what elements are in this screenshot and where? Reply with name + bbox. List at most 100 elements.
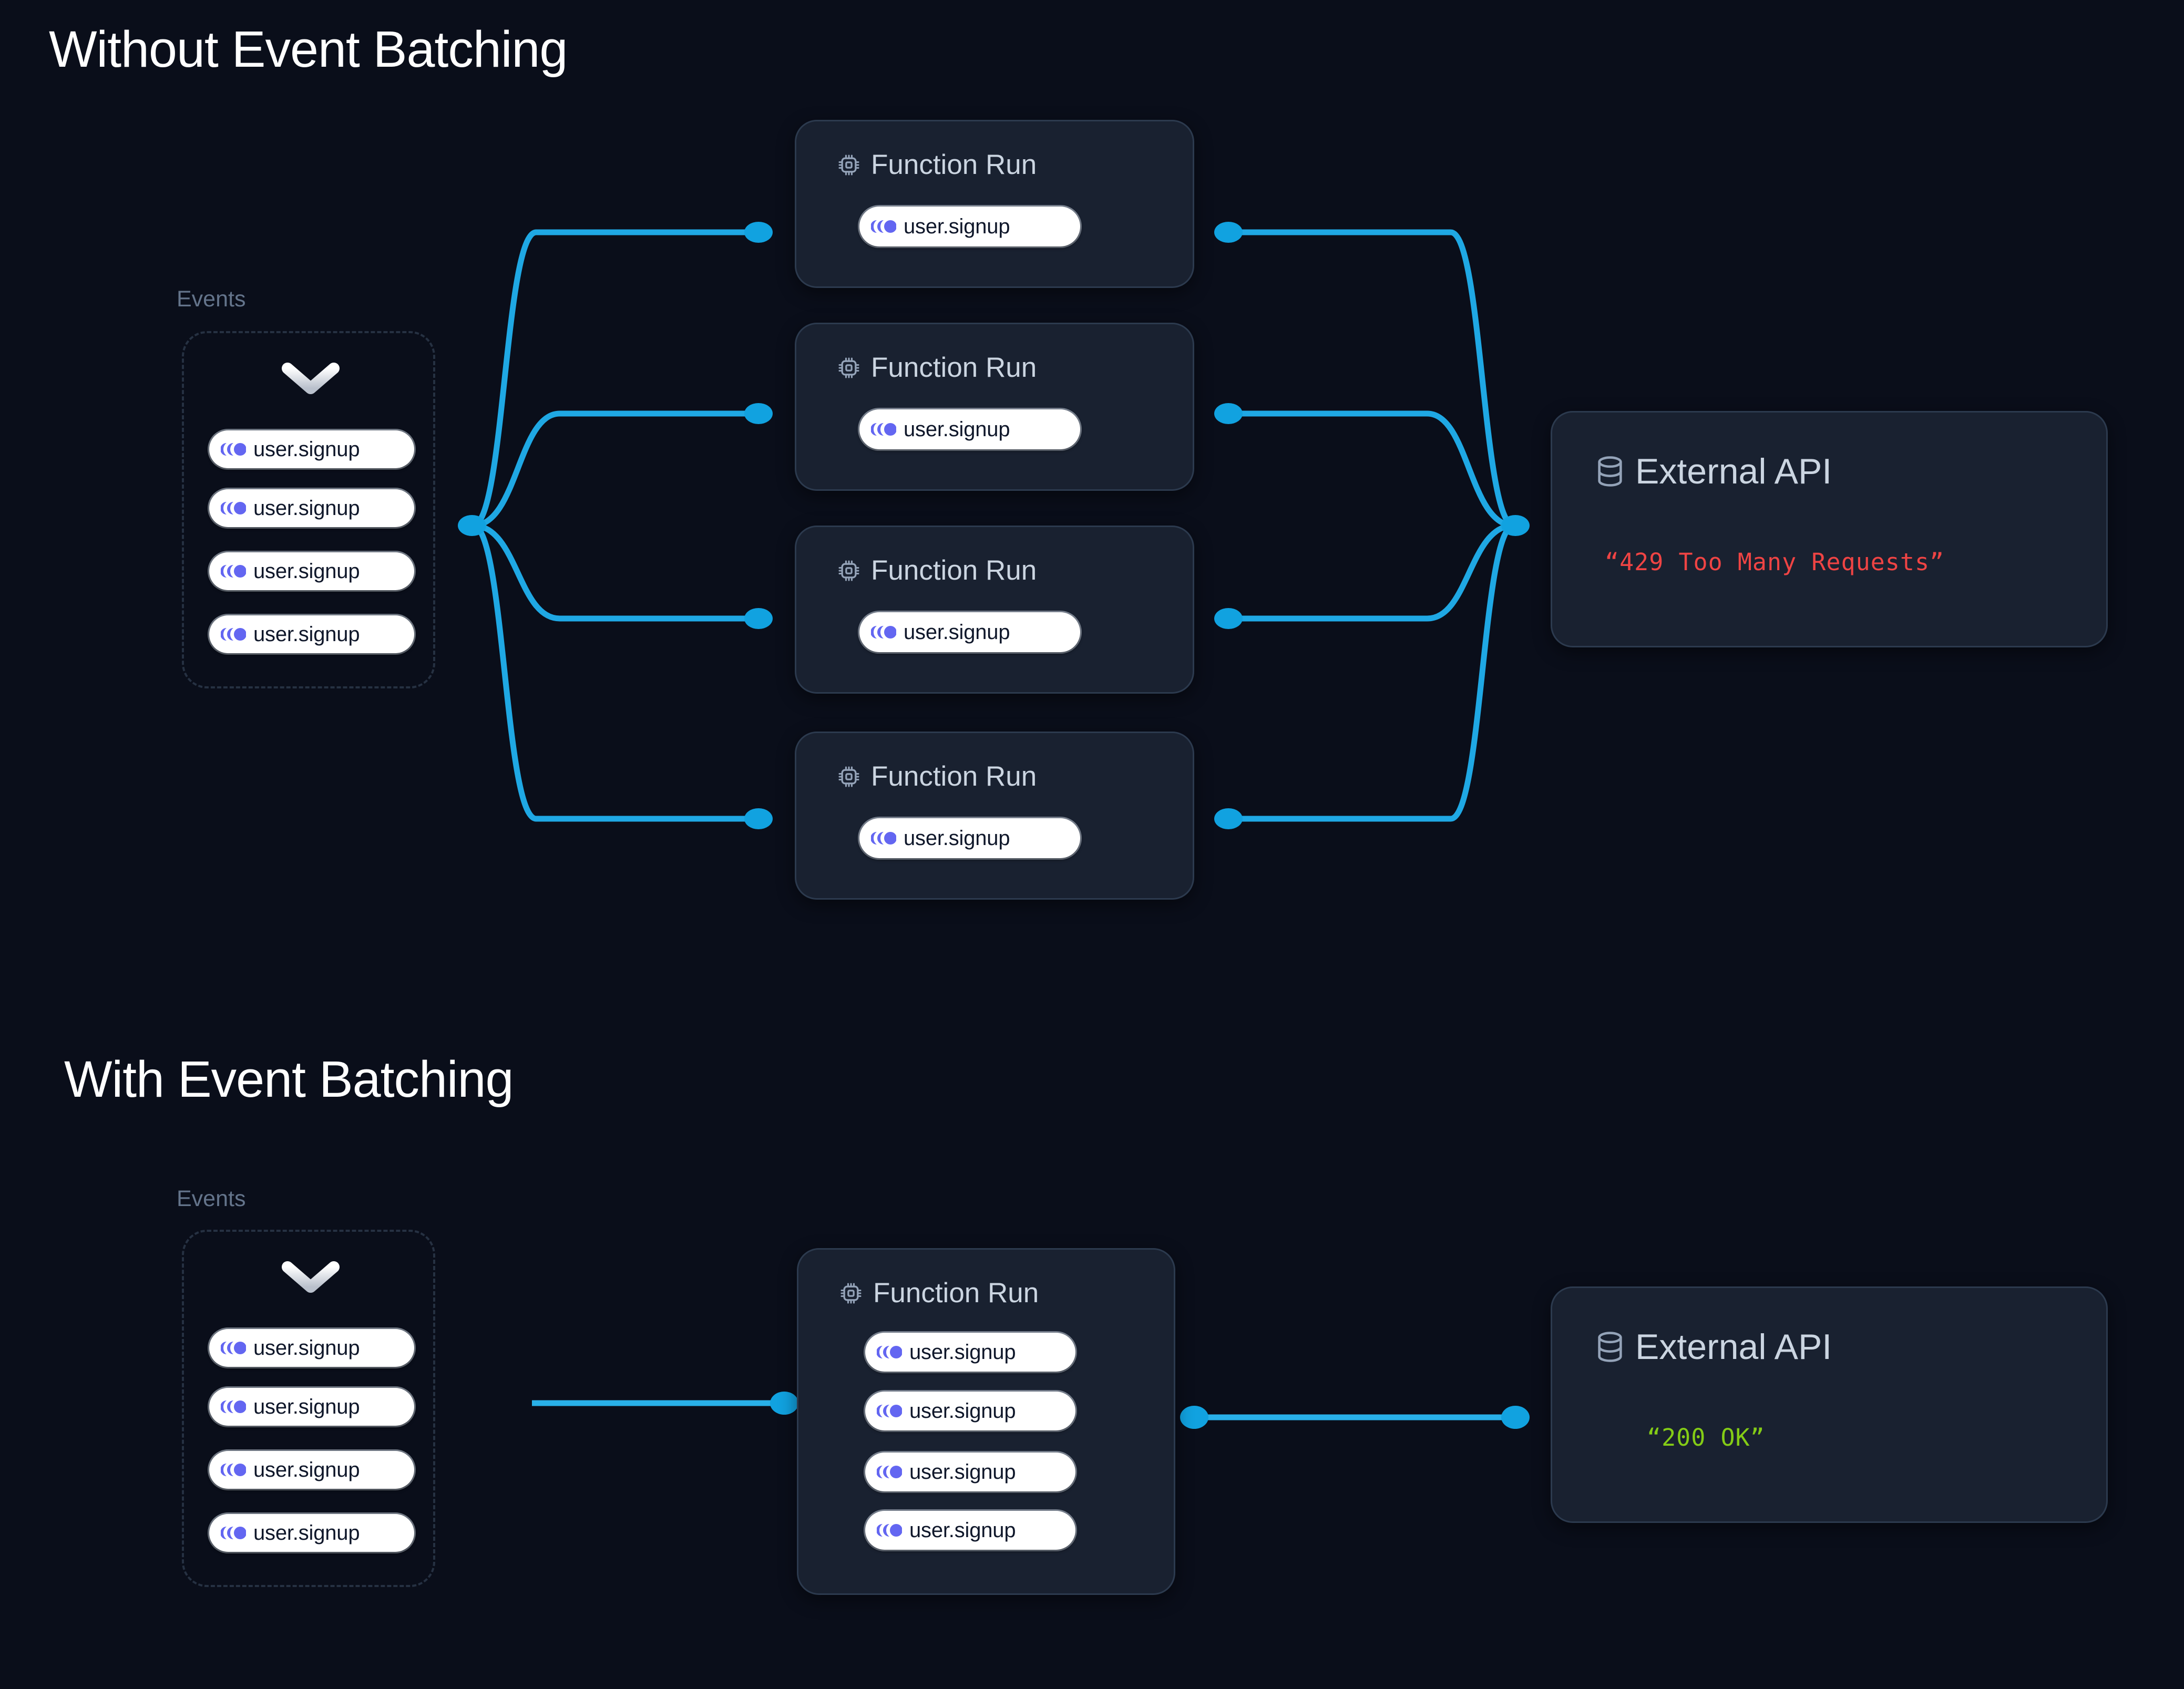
event-pill-label: user.signup (253, 1336, 360, 1360)
event-pill[interactable]: user.signup (209, 1451, 414, 1489)
edge-dot-events-out (458, 515, 486, 536)
edge-events-to-run-2 (470, 410, 760, 529)
edge-dot-run-2-in (744, 403, 773, 424)
event-motion-icon (221, 443, 246, 456)
section-title-without: Without Event Batching (49, 20, 568, 78)
event-motion-icon (871, 626, 896, 638)
event-pill[interactable]: user.signup (209, 1514, 414, 1552)
event-pill[interactable]: user.signup (865, 1333, 1075, 1372)
event-pill[interactable]: user.signup (859, 612, 1080, 652)
edge-run-3-to-api (1227, 522, 1517, 622)
chevron-down-icon (282, 363, 340, 394)
event-motion-icon (221, 1464, 246, 1476)
function-run-card[interactable]: Function Run user.signup (795, 732, 1194, 900)
external-api-card[interactable]: External API “200 OK” (1551, 1286, 2108, 1523)
events-label-with: Events (177, 1186, 246, 1211)
edge-dot-run-3-out (1214, 608, 1243, 629)
event-pill[interactable]: user.signup (209, 1329, 414, 1367)
edge-run-1-to-api (1227, 229, 1517, 529)
event-pill[interactable]: user.signup (209, 1388, 414, 1426)
event-motion-icon (221, 565, 246, 578)
function-run-title: Function Run (871, 352, 1037, 383)
event-motion-icon (877, 1466, 902, 1478)
function-run-card[interactable]: Function Run user.signup (795, 323, 1194, 491)
events-container-without: user.signup user.signup user.signup (182, 331, 435, 688)
event-pill-label: user.signup (253, 560, 360, 583)
cpu-icon (838, 560, 859, 581)
external-api-title: External API (1635, 451, 1832, 491)
function-run-card[interactable]: Function Run user.signup (795, 526, 1194, 694)
function-run-header: Function Run (839, 1279, 1039, 1307)
function-run-title: Function Run (871, 761, 1037, 792)
edge-dot-run-1-out (1214, 222, 1243, 243)
edge-dot-run-4-out (1214, 808, 1243, 829)
edge-dot-run-3-in (744, 608, 773, 629)
cpu-icon (838, 154, 859, 176)
function-run-card-batched[interactable]: Function Run user.signup user.signup (797, 1248, 1175, 1595)
event-motion-icon (221, 628, 246, 641)
edge-dot-run-2-out (1214, 403, 1243, 424)
function-run-card[interactable]: Function Run user.signup (795, 120, 1194, 288)
event-pill[interactable]: user.signup (859, 409, 1080, 449)
external-api-header: External API (1595, 454, 1832, 489)
event-pill[interactable]: user.signup (865, 1453, 1075, 1491)
event-pill-label: user.signup (253, 497, 360, 520)
event-pill[interactable]: user.signup (209, 552, 414, 590)
event-pill-label: user.signup (253, 623, 360, 646)
event-motion-icon (221, 1527, 246, 1539)
edge-events-to-run-4 (470, 522, 760, 822)
event-pill[interactable]: user.signup (865, 1511, 1075, 1550)
event-pill-label: user.signup (909, 1341, 1016, 1364)
external-api-card[interactable]: External API “429 Too Many Requests” (1551, 411, 2108, 647)
event-pill-label: user.signup (253, 1521, 360, 1544)
event-pill[interactable]: user.signup (209, 430, 414, 468)
function-run-header: Function Run (837, 354, 1037, 382)
section-title-with: With Event Batching (64, 1051, 514, 1108)
function-run-header: Function Run (837, 557, 1037, 584)
event-pill-label: user.signup (253, 1395, 360, 1418)
event-pill[interactable]: user.signup (209, 615, 414, 653)
function-run-title: Function Run (871, 555, 1037, 586)
event-pill-label: user.signup (904, 418, 1010, 441)
event-motion-icon (877, 1524, 902, 1537)
event-pill-label: user.signup (909, 1460, 1016, 1484)
database-icon (1598, 456, 1622, 487)
function-run-title: Function Run (873, 1278, 1039, 1309)
edge-dot-batched-run-in (770, 1392, 798, 1415)
function-run-title: Function Run (871, 149, 1037, 180)
cpu-icon (838, 357, 859, 378)
cpu-icon (838, 766, 859, 787)
events-container-with: user.signup user.signup user.signup (182, 1230, 435, 1587)
event-motion-icon (871, 220, 896, 233)
event-pill[interactable]: user.signup (859, 818, 1080, 858)
edge-dot-run-1-in (744, 222, 773, 243)
edge-run-4-to-api (1227, 522, 1517, 822)
external-api-status: “200 OK” (1647, 1424, 1765, 1451)
events-label-without: Events (177, 286, 246, 312)
event-motion-icon (871, 832, 896, 845)
external-api-title: External API (1635, 1327, 1832, 1367)
event-pill[interactable]: user.signup (209, 489, 414, 527)
edge-events-to-run-3 (470, 522, 760, 622)
event-pill[interactable]: user.signup (865, 1392, 1075, 1430)
edge-dot-api-in (1501, 515, 1530, 536)
event-motion-icon (221, 502, 246, 514)
database-icon (1598, 1332, 1622, 1362)
edge-events-to-run-1 (470, 229, 760, 529)
event-pill-label: user.signup (253, 438, 360, 461)
external-api-header: External API (1595, 1329, 1832, 1365)
event-pill-label: user.signup (904, 621, 1010, 644)
event-pill-label: user.signup (253, 1458, 360, 1481)
function-run-header: Function Run (837, 151, 1037, 179)
event-motion-icon (871, 423, 896, 436)
event-pill-label: user.signup (904, 827, 1010, 850)
edge-dot-batched-run-out (1180, 1406, 1208, 1429)
event-motion-icon (877, 1405, 902, 1417)
event-motion-icon (221, 1342, 246, 1354)
edge-dot-batched-api-in (1501, 1406, 1530, 1429)
function-run-header: Function Run (837, 763, 1037, 790)
event-pill[interactable]: user.signup (859, 207, 1080, 246)
event-motion-icon (221, 1400, 246, 1413)
event-pill-label: user.signup (909, 1519, 1016, 1542)
